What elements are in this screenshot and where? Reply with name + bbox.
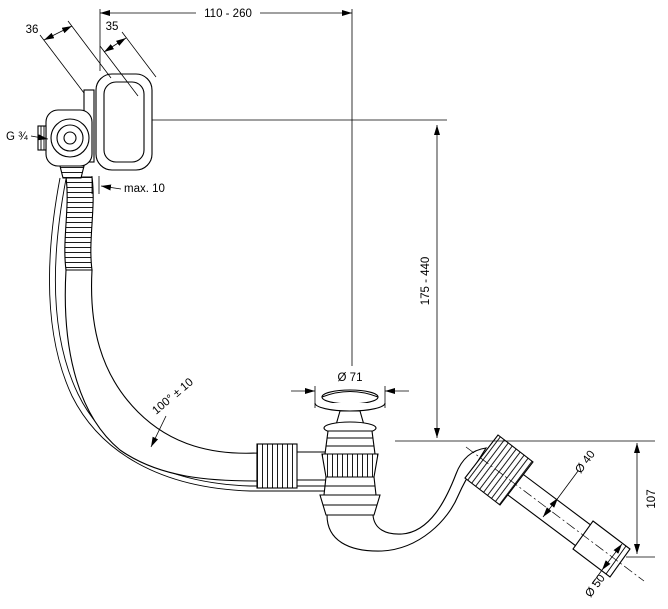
hose-smooth-section: [64, 269, 258, 482]
overflow-elbow-housing: [45, 109, 93, 167]
thread-label: G ¾: [6, 131, 28, 143]
max10-label: max. 10: [124, 183, 165, 195]
hose-coupling: [256, 443, 298, 489]
dim-35-label: 35: [106, 21, 119, 33]
rotary-knob: [95, 73, 153, 171]
dim-width: 110 - 260: [99, 8, 353, 366]
overflow-fitting: [37, 73, 153, 179]
dim-height: 175 - 440: [152, 119, 655, 442]
dim-36-label: 36: [26, 24, 39, 36]
left-pipe: [297, 451, 330, 481]
control-cable: [48, 177, 330, 492]
outlet-drop-label: 107: [646, 489, 658, 508]
dim-pipe-diameter: Ø 40: [542, 449, 598, 518]
flexible-hose: [64, 176, 258, 482]
hose-corrugated-section: [64, 176, 94, 271]
dim-knob-depth: 35: [99, 21, 157, 97]
dim-housing-depth: 36: [26, 20, 112, 94]
threaded-tail: [59, 165, 85, 179]
dim-width-label: 110 - 260: [204, 8, 252, 20]
dim-plug-diameter: Ø 71: [291, 372, 409, 408]
pipe-diameter-label: Ø 40: [573, 449, 598, 476]
dim-thread: G ¾: [6, 131, 49, 143]
drain-waste: [314, 389, 386, 516]
hose-angle-label: 100° ± 10: [150, 376, 195, 417]
dim-max-thickness: max. 10: [91, 176, 165, 195]
waste-plug-rim: [314, 402, 386, 412]
waste-plug-dome: [321, 390, 379, 398]
dim-height-label: 175 - 440: [420, 257, 432, 306]
knob-inner-contour: [103, 81, 145, 163]
slip-nut: [464, 434, 534, 506]
waste-ribbed-nut: [321, 453, 379, 478]
plug-diameter-label: Ø 71: [338, 372, 363, 384]
socket-diameter-label: Ø 50: [583, 573, 608, 600]
overflow-elbow-outer: [50, 118, 90, 158]
dim-outlet-drop: 107: [626, 443, 658, 558]
waste-plug-top: [321, 389, 379, 405]
waste-body: [324, 430, 376, 455]
